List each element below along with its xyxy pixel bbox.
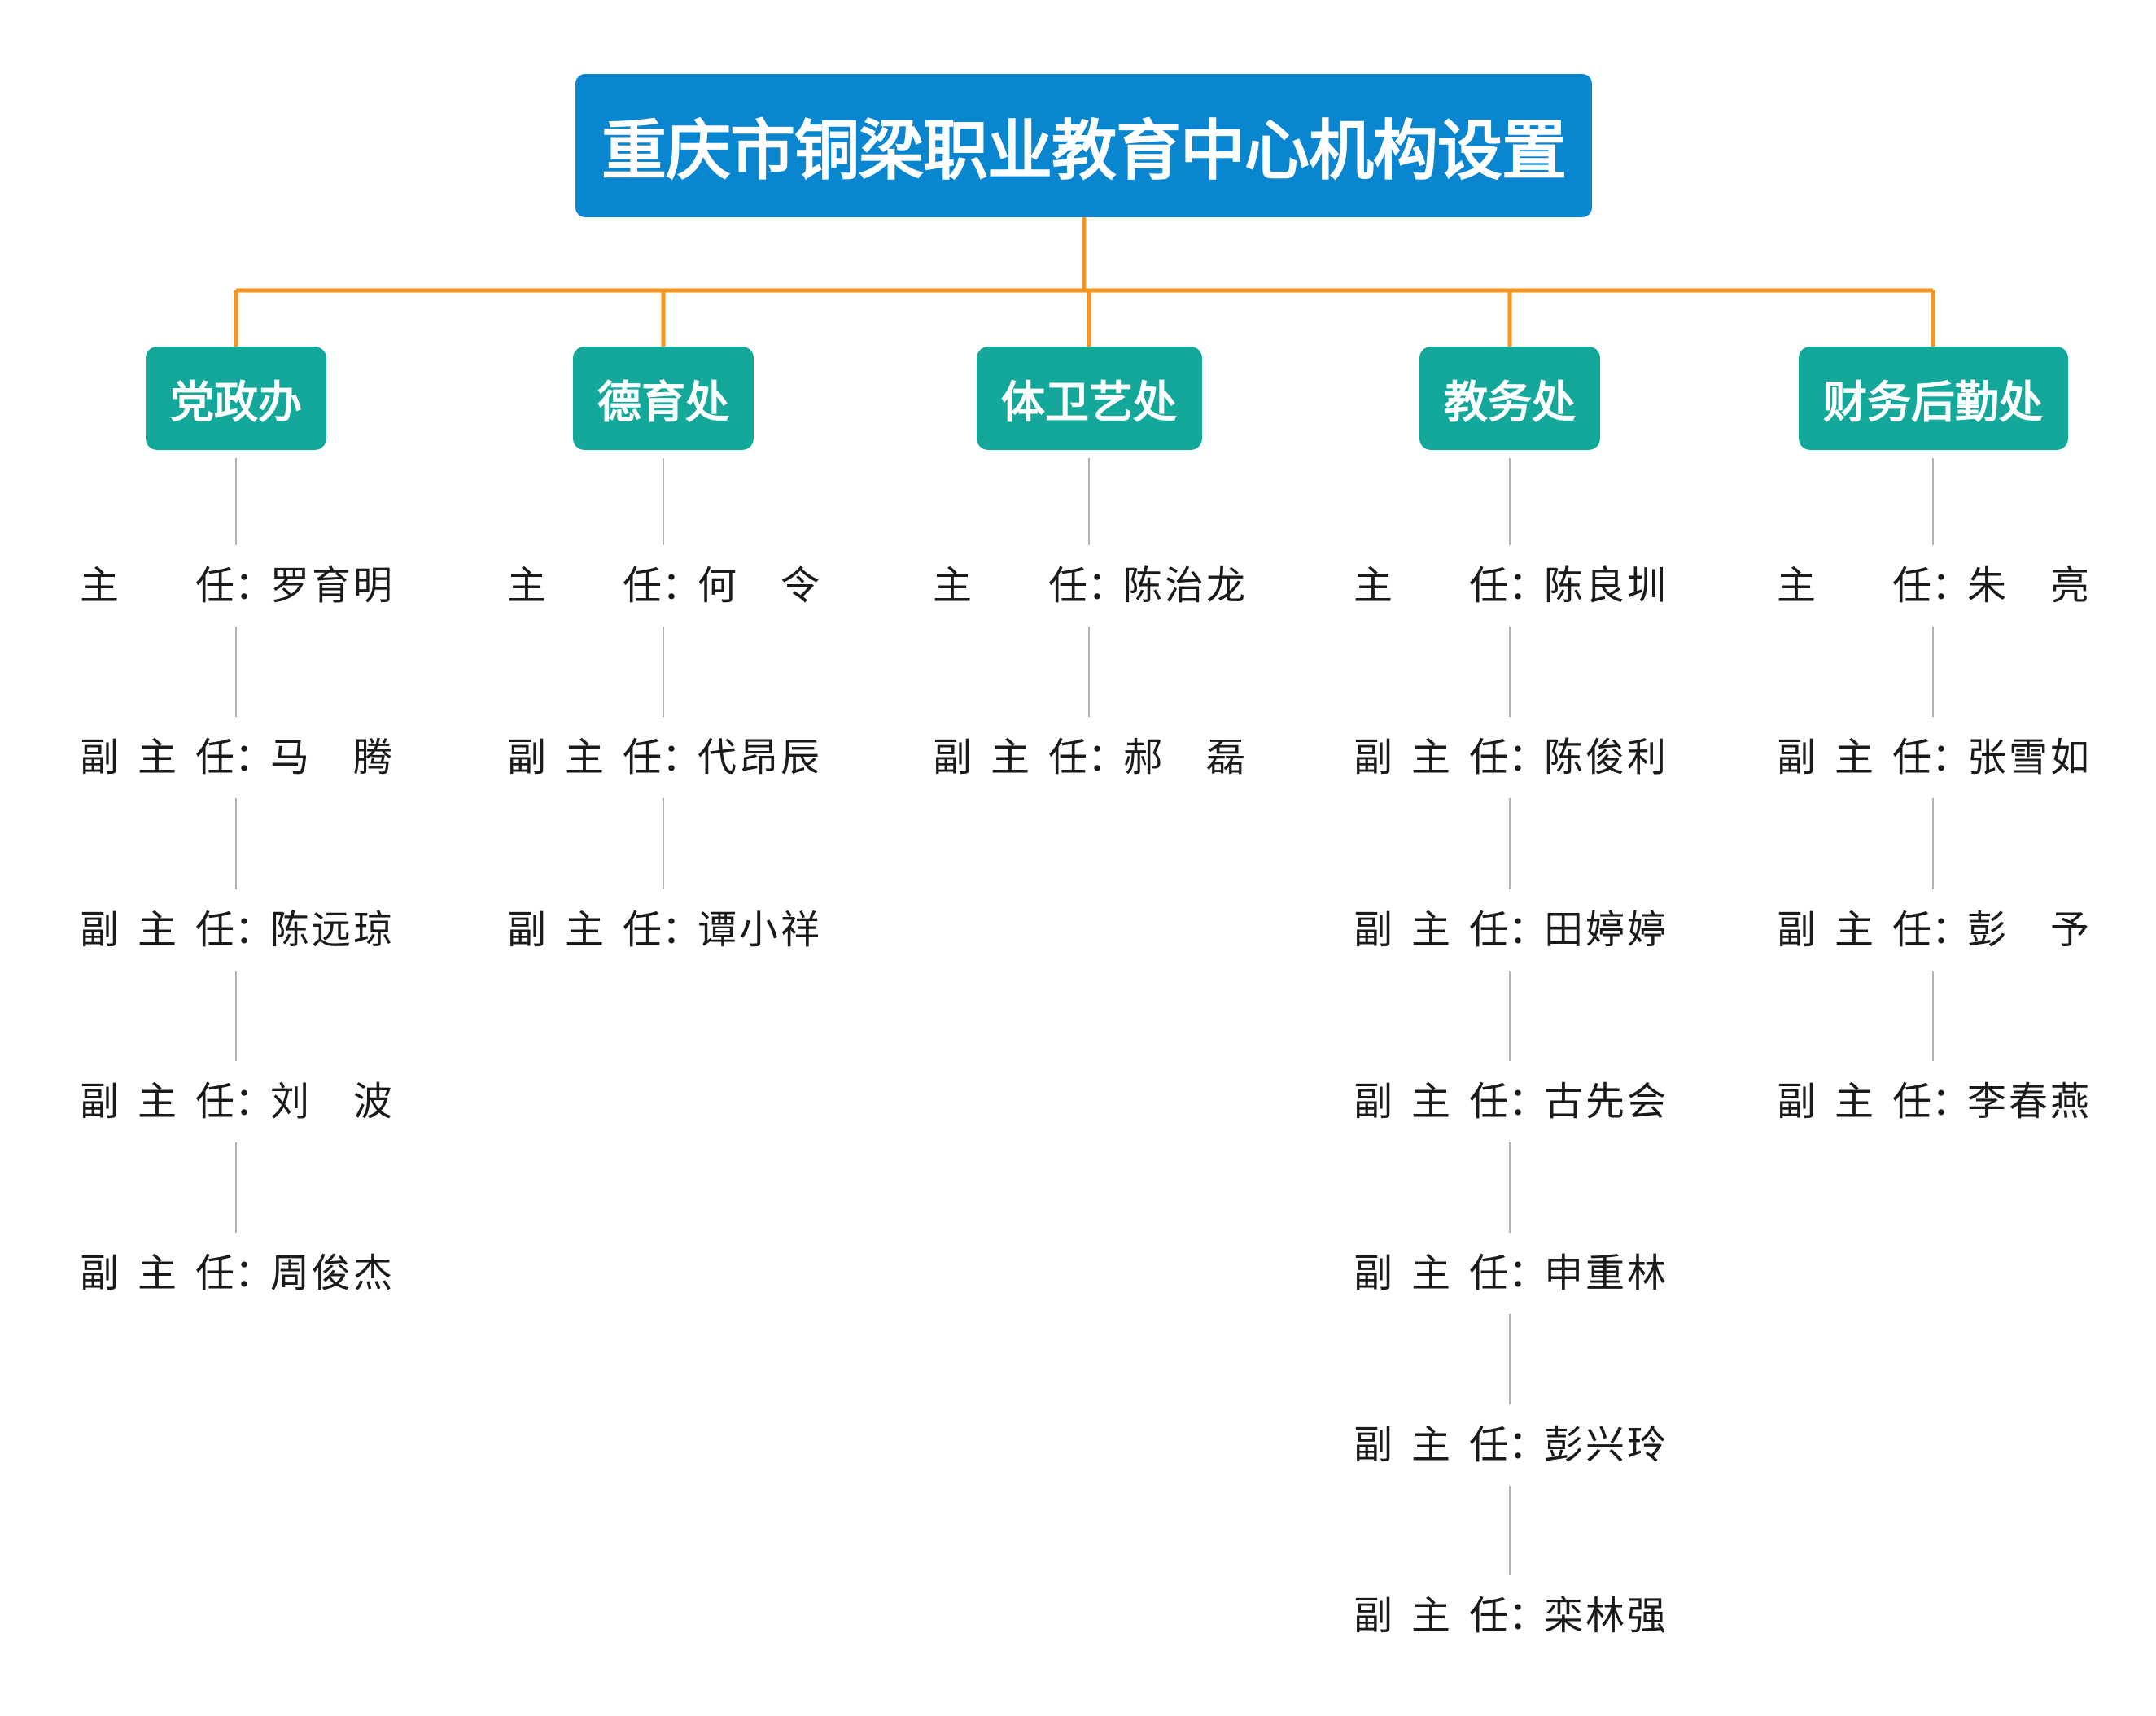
member-entry: 主 任：何 令 [507,561,820,610]
member-colon: ： [1931,907,1971,953]
member-role: 副主任 [80,1251,234,1296]
member-name: 郝 磊 [1123,735,1245,780]
member-colon: ： [1508,1593,1548,1639]
member-colon: ： [234,907,274,953]
member-colon: ： [234,1251,274,1296]
member-role: 副主任 [1777,735,1931,780]
dept-1: 德育处 [573,347,754,450]
dept-2: 体卫艺处 [976,347,1202,450]
member-name: 古先会 [1544,1079,1666,1124]
member-entry: 主 任：陈治龙 [933,561,1245,610]
member-entry: 副主任：彭兴玲 [1354,1421,1666,1469]
member-name: 马 腾 [270,735,392,780]
member-name: 陈远琼 [270,907,392,953]
member-entry: 副主任：申重林 [1354,1249,1666,1298]
dept-0: 党政办 [146,347,326,450]
dept-4: 财务后勤处 [1798,347,2068,450]
member-role: 主 任 [1777,563,1931,609]
member-role: 主 任 [933,563,1087,609]
member-role: 副主任 [1354,1251,1508,1296]
member-role: 副主任 [1354,1079,1508,1124]
member-name: 陈俊利 [1544,735,1666,780]
member-entry: 副主任：陈俊利 [1354,733,1666,782]
member-colon: ： [1087,563,1127,609]
member-name: 彭 予 [1967,907,2089,953]
member-colon: ： [662,735,702,780]
member-role: 副主任 [1354,1593,1508,1639]
member-entry: 副主任：刘 波 [80,1077,392,1126]
member-entry: 副主任：代昂辰 [507,733,820,782]
member-entry: 副主任：田婷婷 [1354,906,1666,954]
member-colon: ： [1508,563,1548,609]
member-colon: ： [234,735,274,780]
member-name: 彭兴玲 [1544,1422,1666,1468]
member-name: 张雪如 [1967,735,2089,780]
member-entry: 主 任：陈良圳 [1354,561,1666,610]
member-role: 副主任 [80,735,234,780]
member-role: 副主任 [1777,1079,1931,1124]
member-name: 代昂辰 [698,735,820,780]
member-role: 副主任 [507,735,662,780]
member-entry: 副主任：李春燕 [1777,1077,2089,1126]
member-entry: 副主任：栾林强 [1354,1592,1666,1640]
member-name: 陈良圳 [1544,563,1666,609]
member-colon: ： [234,563,274,609]
member-name: 朱 亮 [1967,563,2089,609]
member-colon: ： [1087,735,1127,780]
member-role: 主 任 [507,563,662,609]
member-colon: ： [662,563,702,609]
member-colon: ： [1508,1251,1548,1296]
member-entry: 主 任：罗育明 [80,561,392,610]
org-title: 重庆市铜梁职业教育中心机构设置 [575,74,1592,217]
member-colon: ： [1508,1079,1548,1124]
member-name: 陈治龙 [1123,563,1245,609]
member-role: 副主任 [1354,1422,1508,1468]
member-colon: ： [1931,735,1971,780]
member-entry: 副主任：张雪如 [1777,733,2089,782]
member-role: 副主任 [80,907,234,953]
member-role: 副主任 [1354,907,1508,953]
member-role: 副主任 [80,1079,234,1124]
member-role: 副主任 [1777,907,1931,953]
member-name: 申重林 [1544,1251,1666,1296]
member-name: 罗育明 [270,563,392,609]
member-colon: ： [1508,1422,1548,1468]
member-entry: 主 任：朱 亮 [1777,561,2089,610]
member-entry: 副主任：古先会 [1354,1077,1666,1126]
member-colon: ： [1508,735,1548,780]
member-role: 副主任 [933,735,1087,780]
member-name: 谭小祥 [698,907,820,953]
member-colon: ： [1931,1079,1971,1124]
member-entry: 副主任：彭 予 [1777,906,2089,954]
dept-3: 教务处 [1419,347,1600,450]
member-entry: 副主任：郝 磊 [933,733,1245,782]
member-entry: 副主任：谭小祥 [507,906,820,954]
member-name: 栾林强 [1544,1593,1666,1639]
member-colon: ： [662,907,702,953]
member-colon: ： [1931,563,1971,609]
member-name: 周俊杰 [270,1251,392,1296]
member-name: 李春燕 [1967,1079,2089,1124]
member-colon: ： [1508,907,1548,953]
member-entry: 副主任：马 腾 [80,733,392,782]
member-name: 何 令 [698,563,820,609]
member-role: 主 任 [80,563,234,609]
member-role: 副主任 [507,907,662,953]
member-entry: 副主任：陈远琼 [80,906,392,954]
member-name: 刘 波 [270,1079,392,1124]
member-role: 副主任 [1354,735,1508,780]
member-entry: 副主任：周俊杰 [80,1249,392,1298]
member-role: 主 任 [1354,563,1508,609]
member-colon: ： [234,1079,274,1124]
member-name: 田婷婷 [1544,907,1666,953]
